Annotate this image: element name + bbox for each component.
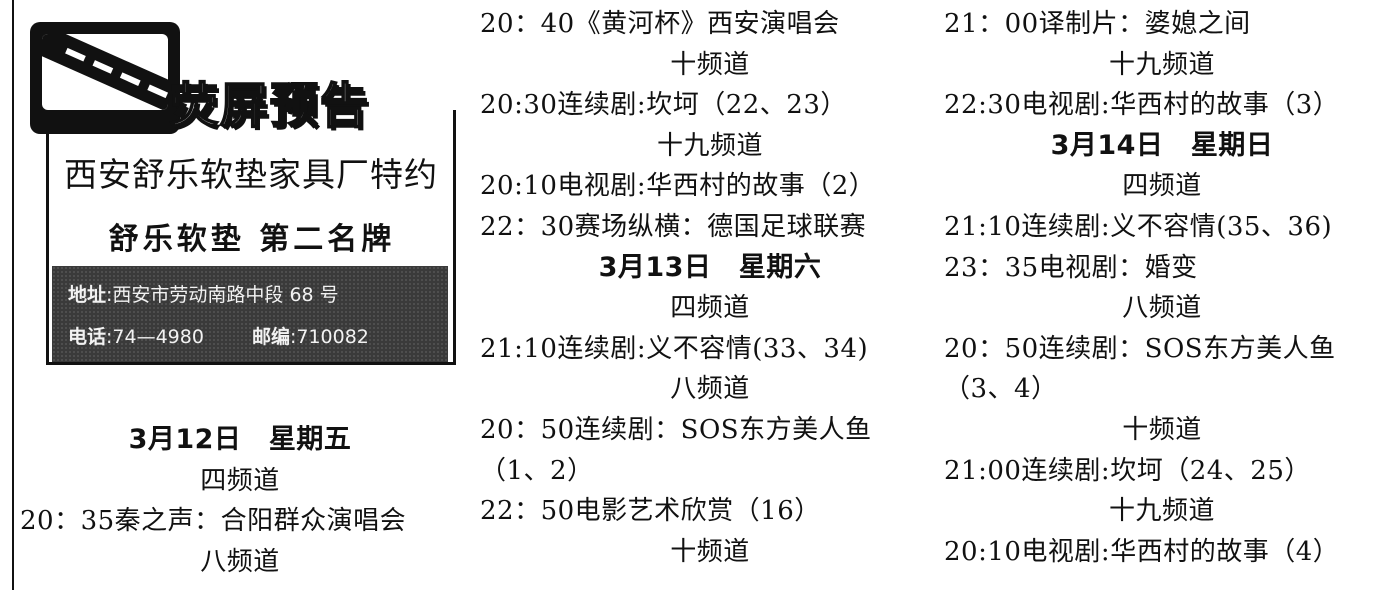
schedule-list-a: 3月12日 星期五 四频道 20：35秦之声：合阳群众演唱会 八频道 (20, 420, 460, 582)
channel-heading: 十频道 (670, 536, 750, 567)
ad-sponsor: 西安舒乐软垫家具厂特约 (64, 155, 438, 194)
date-heading: 3月14日 星期日 (1050, 129, 1274, 161)
schedule-column-b: 20：40《黄河杯》西安演唱会 十频道 20:30连续剧:坎坷（22、23） 十… (480, 4, 940, 572)
phone-label: 电话 (68, 326, 107, 348)
ad-contact-panel: 地址:西安市劳动南路中段 68 号 电话:74—4980 邮编:710082 (52, 266, 448, 362)
ad-address: 地址:西安市劳动南路中段 68 号 (68, 280, 339, 307)
channel-heading: 十九频道 (656, 130, 763, 161)
program-entry: 20：50连续剧：SOS东方美人鱼（3、4） (944, 333, 1336, 405)
program-entry: 21:10连续剧:义不容情(35、36) (944, 211, 1333, 242)
program-entry: 22：50电影艺术欣赏（16） (480, 496, 821, 527)
date-heading: 3月13日 星期六 (598, 251, 822, 283)
program-entry: 22:30电视剧:华西村的故事（3） (944, 90, 1340, 121)
address-label: 地址 (68, 284, 107, 306)
program-entry: 21:00连续剧:坎坷（24、25） (944, 455, 1311, 486)
program-entry: 20：40《黄河杯》西安演唱会 (480, 9, 840, 39)
program-entry: 22：30赛场纵横：德国足球联赛 (480, 211, 867, 242)
ad-product-slogan: 舒乐软垫 第二名牌 (108, 222, 396, 257)
postcode-value: :710082 (289, 326, 369, 348)
address-value: :西安市劳动南路中段 68 号 (106, 284, 339, 306)
program-entry: 21:10连续剧:义不容情(33、34) (480, 333, 869, 364)
program-entry: 21：00译制片：婆媳之间 (944, 9, 1251, 39)
schedule-column-c: 21：00译制片：婆媳之间 十九频道 22:30电视剧:华西村的故事（3） 3月… (944, 4, 1380, 572)
ad-phone-postcode: 电话:74—4980 邮编:710082 (68, 322, 369, 349)
postcode-label: 邮编 (251, 326, 290, 348)
program-entry: 23：35电视剧：婚变 (944, 252, 1198, 283)
tv-logo-icon (30, 22, 180, 134)
program-entry: 20:10电视剧:华西村的故事（2） (480, 171, 876, 202)
phone-value: :74—4980 (106, 326, 204, 348)
channel-heading: 四频道 (200, 465, 280, 496)
program-entry: 20：50连续剧：SOS东方美人鱼（1、2） (480, 414, 872, 486)
channel-heading: 八频道 (670, 374, 750, 405)
ad-block: 荧屏预告 西安舒乐软垫家具厂特约 舒乐软垫 第二名牌 地址:西安市劳动南路中段 … (20, 18, 460, 368)
ad-logo-title: 荧屏预告 (169, 77, 371, 135)
channel-heading: 四频道 (1122, 171, 1202, 202)
channel-heading: 八频道 (200, 546, 280, 577)
program-entry: 20:30连续剧:坎坷（22、23） (480, 90, 847, 121)
channel-heading: 十频道 (1122, 414, 1202, 445)
program-entry: 20:10电视剧:华西村的故事（4） (944, 536, 1340, 567)
ad-frame (46, 110, 456, 365)
channel-heading: 八频道 (1122, 293, 1202, 324)
date-heading: 3月12日 星期五 (128, 424, 352, 455)
channel-heading: 十九频道 (1108, 496, 1215, 527)
channel-heading: 十九频道 (1108, 49, 1215, 80)
channel-heading: 四频道 (670, 293, 750, 324)
page-edge-rule (12, 0, 14, 590)
channel-heading: 十频道 (670, 49, 750, 80)
program-entry: 20：35秦之声：合阳群众演唱会 (20, 506, 407, 537)
